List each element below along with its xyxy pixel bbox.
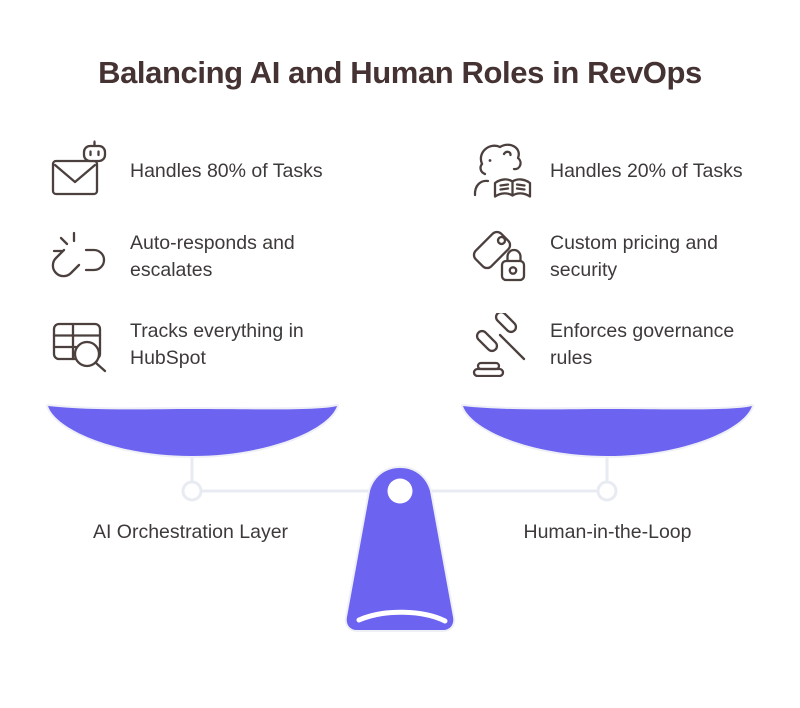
feature-label: Auto-responds and escalates bbox=[130, 232, 295, 281]
fulcrum-hole bbox=[387, 478, 413, 504]
price-tag-lock-icon bbox=[468, 225, 532, 289]
scale-fulcrum bbox=[344, 466, 456, 632]
left-scale-pan bbox=[46, 404, 339, 458]
right-beam-joint bbox=[596, 480, 618, 502]
feature-item: Auto-responds and escalates bbox=[48, 222, 352, 292]
fulcrum-highlight bbox=[356, 609, 448, 624]
gavel-icon bbox=[468, 310, 532, 378]
robot-mail-icon bbox=[48, 139, 112, 203]
feature-item: Tracks everything in HubSpot bbox=[48, 310, 352, 380]
right-scale-pan bbox=[461, 404, 754, 458]
feature-label: Enforces governance rules bbox=[550, 320, 735, 369]
feature-item: Custom pricing and security bbox=[468, 222, 772, 292]
person-reading-icon bbox=[468, 139, 532, 203]
feature-label: Handles 80% of Tasks bbox=[130, 159, 323, 182]
balance-scale-graphic bbox=[46, 404, 754, 632]
right-pan-label: Human-in-the-Loop bbox=[523, 521, 692, 543]
feature-item: Enforces governance rules bbox=[468, 310, 772, 380]
feature-label: Tracks everything in HubSpot bbox=[130, 320, 304, 369]
auto-link-spark-icon bbox=[48, 225, 112, 289]
feature-item: Handles 80% of Tasks bbox=[48, 136, 352, 206]
left-pan-label: AI Orchestration Layer bbox=[92, 521, 289, 543]
feature-label: Custom pricing and security bbox=[550, 232, 718, 281]
left-beam-joint bbox=[181, 480, 203, 502]
table-search-icon bbox=[48, 313, 112, 377]
page-title: Balancing AI and Human Roles in RevOps bbox=[98, 55, 702, 90]
feature-label: Handles 20% of Tasks bbox=[550, 159, 743, 182]
feature-item: Handles 20% of Tasks bbox=[468, 136, 772, 206]
